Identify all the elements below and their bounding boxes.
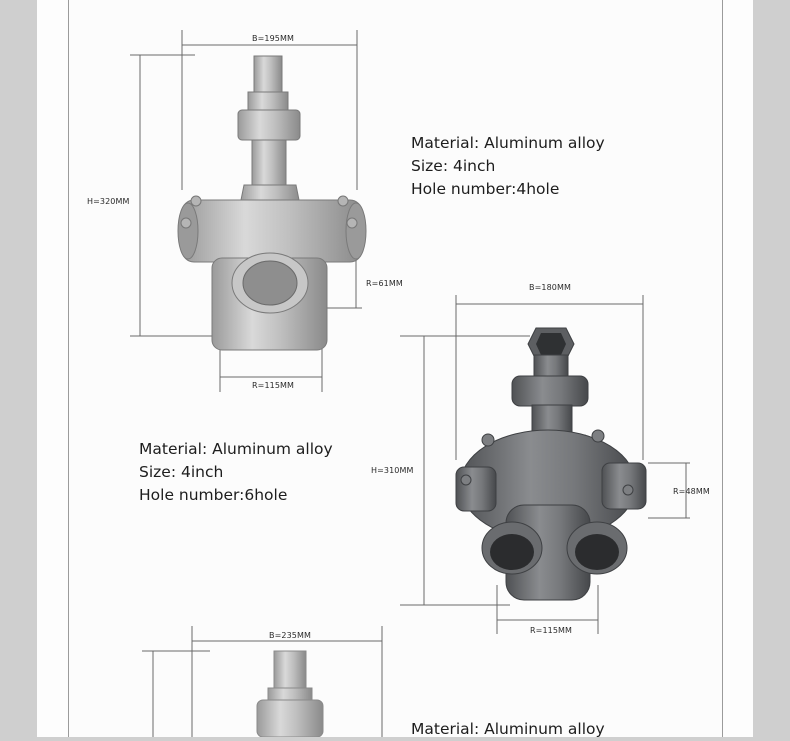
product-3-specs: Material: Aluminum alloy bbox=[411, 718, 605, 741]
product-1-radius-label: R=61MM bbox=[366, 279, 403, 288]
product-1-dimension-lines bbox=[130, 30, 362, 392]
product-2-radius-label: R=48MM bbox=[673, 487, 710, 496]
product-2-height-label: H=310MM bbox=[371, 466, 414, 475]
product-3-width-label: B=235MM bbox=[269, 631, 311, 640]
product-3-image bbox=[256, 650, 324, 737]
product-2-image bbox=[455, 327, 647, 601]
product-2-bottom-label: R=115MM bbox=[530, 626, 573, 635]
product-1-image bbox=[177, 55, 367, 351]
product-2-width-label: B=180MM bbox=[529, 283, 571, 292]
product-3-dimension-lines bbox=[142, 626, 383, 737]
product-1-width-label: B=195MM bbox=[252, 34, 294, 43]
product-2-holes: Hole number:6hole bbox=[139, 486, 288, 504]
product-1-material: Material: Aluminum alloy bbox=[411, 134, 605, 152]
product-2-material: Material: Aluminum alloy bbox=[139, 440, 333, 458]
product-3-material: Material: Aluminum alloy bbox=[411, 720, 605, 738]
product-1-specs: Material: Aluminum alloy Size: 4inch Hol… bbox=[411, 132, 605, 201]
product-2-specs: Material: Aluminum alloy Size: 4inch Hol… bbox=[139, 438, 333, 507]
product-1-holes: Hole number:4hole bbox=[411, 180, 560, 198]
product-2-size: Size: 4inch bbox=[139, 463, 224, 481]
product-1-height-label: H=320MM bbox=[87, 197, 130, 206]
content-panel bbox=[68, 0, 723, 737]
product-1-bottom-label: R=115MM bbox=[252, 381, 295, 390]
product-1-size: Size: 4inch bbox=[411, 157, 496, 175]
product-2-dimension-lines bbox=[400, 295, 690, 634]
